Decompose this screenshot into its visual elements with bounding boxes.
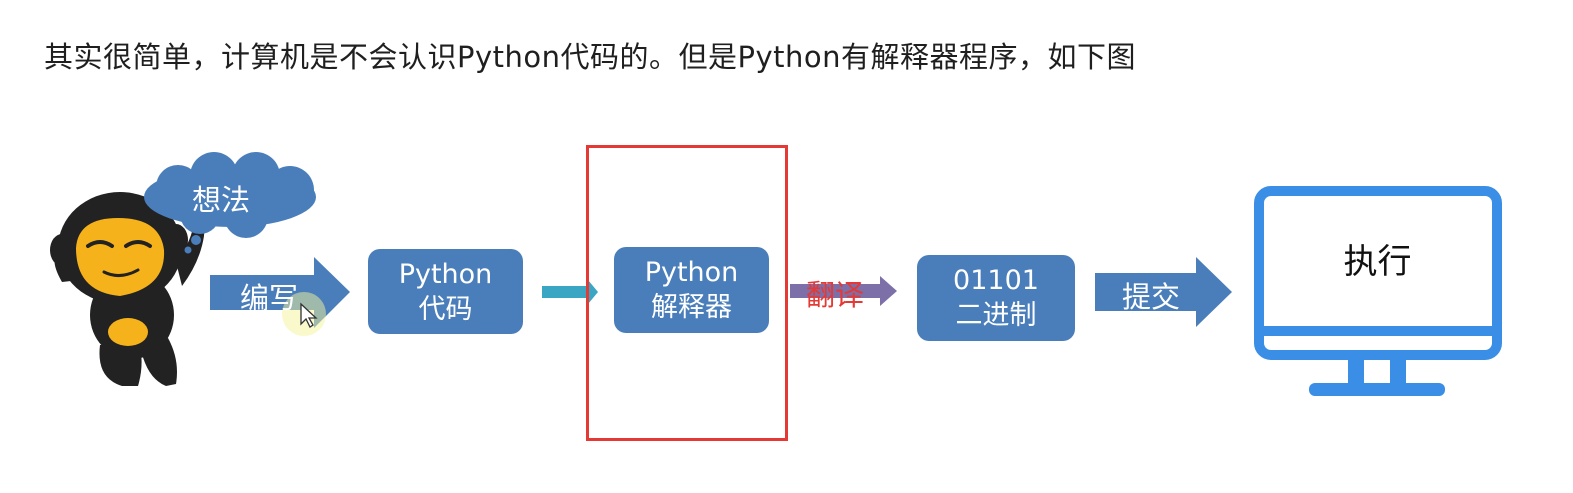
submit-label: 提交 — [1122, 280, 1181, 314]
mouse-cursor-icon — [282, 292, 326, 336]
python-interpreter-box: Python 解释器 — [614, 247, 769, 333]
translate-arrow — [790, 276, 897, 306]
thought-label: 想法 — [192, 183, 251, 217]
binary-line1: 01101 — [953, 265, 1039, 296]
code-to-interpreter-arrow — [542, 280, 598, 304]
submit-arrow — [1095, 257, 1232, 327]
python-interpreter-line2: 解释器 — [651, 292, 732, 323]
python-code-line1: Python — [398, 258, 493, 290]
python-interpreter-line1: Python — [644, 257, 739, 288]
computer-monitor-icon — [1254, 186, 1502, 396]
python-code-box: Python 代码 — [368, 249, 523, 334]
page-heading: 其实很简单，计算机是不会认识Python代码的。但是Python有解释器程序，如… — [44, 40, 1137, 74]
execute-label: 执行 — [1343, 241, 1412, 282]
binary-line2: 二进制 — [955, 300, 1037, 331]
python-code-line2: 代码 — [418, 293, 473, 325]
binary-box: 01101 二进制 — [917, 255, 1075, 341]
thought-cloud-icon — [144, 152, 316, 254]
highlight-frame — [586, 145, 788, 441]
translate-label: 翻译 — [806, 278, 865, 312]
write-label: 编写 — [240, 281, 299, 315]
